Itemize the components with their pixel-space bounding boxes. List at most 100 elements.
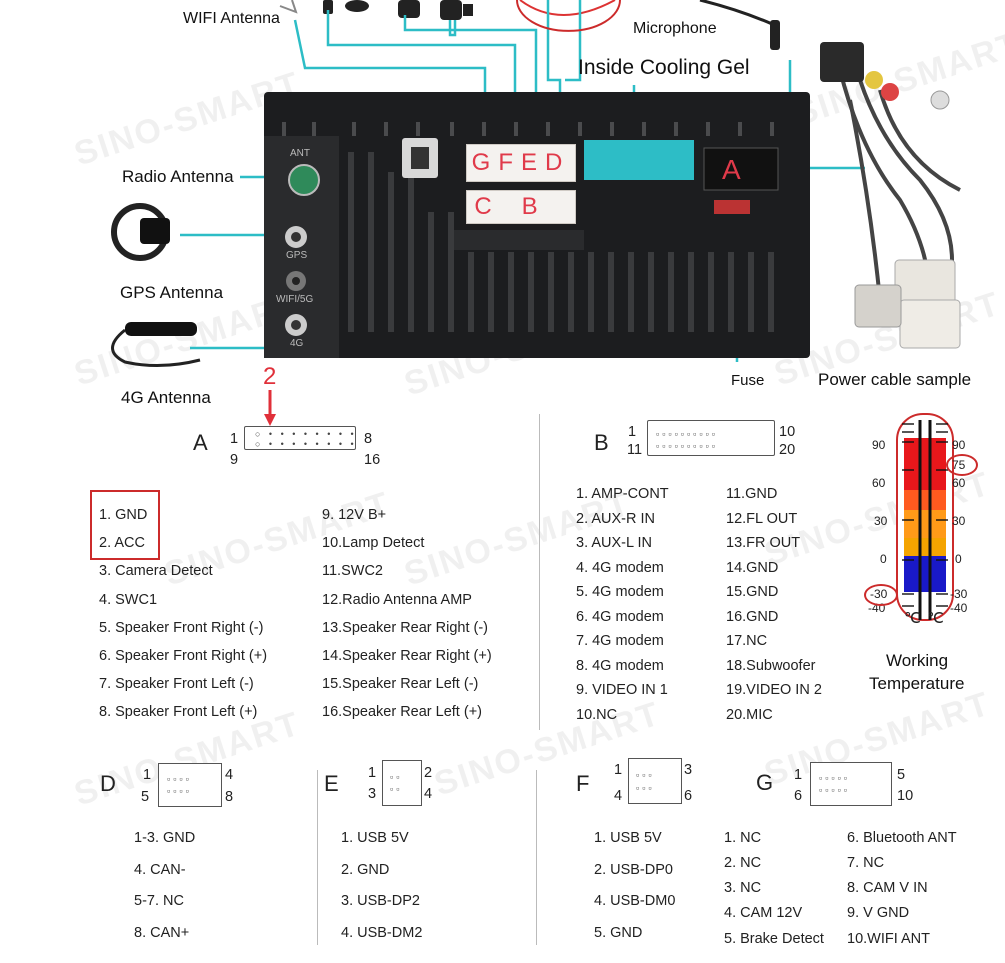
pin-row: 7. 4G modem (576, 633, 664, 649)
power-cable-label: Power cable sample (818, 370, 972, 389)
connector-g-pin: 1 (794, 767, 803, 783)
connector-b-dots: ▫▫▫▫▫▫▫▫▫▫ (656, 429, 718, 439)
pin-row: 8. 4G modem (576, 658, 664, 674)
connector-f-dots: ▫▫▫ (636, 770, 655, 780)
pin-marker-arrow (264, 390, 276, 426)
connector-d-shape: ▫▫▫▫ ▫▫▫▫ (158, 763, 222, 807)
connector-gfed: GFED (466, 144, 576, 182)
connector-e-letter: E (324, 771, 339, 796)
wifi-port-label: WIFI/5G (276, 294, 314, 305)
pin-row: 9. VIDEO IN 1 (576, 682, 668, 698)
working-temp-label: Temperature (869, 674, 965, 693)
pin-row: 14.Speaker Rear Right (+) (322, 648, 492, 664)
pin-row: 4. CAN- (134, 862, 186, 878)
connector-f-pin: 3 (684, 762, 693, 778)
connector-a-pin1: 1 (230, 431, 239, 447)
unit-vents (264, 122, 779, 358)
pin-row: 4. USB-DM0 (594, 893, 676, 909)
connector-a-pin16: 16 (364, 452, 381, 468)
ant-port-label: ANT (290, 148, 310, 159)
connector-d-letter: D (100, 771, 116, 796)
pin-row: 12.Radio Antenna AMP (322, 592, 472, 608)
connector-f-shape: ▫▫▫ ▫▫▫ (628, 758, 682, 804)
connector-f-pin: 1 (614, 762, 623, 778)
pin-row: 15.Speaker Rear Left (-) (322, 676, 479, 692)
pin-row: 9. V GND (847, 905, 910, 921)
divider-vertical (536, 770, 537, 945)
connector-a-pin8: 8 (364, 431, 373, 447)
connector-d-dots: ▫▫▫▫ (167, 786, 192, 796)
connector-b-pin10: 10 (779, 424, 796, 440)
connector-a-letter: A (193, 430, 208, 455)
connector-g-dots: ▫▫▫▫▫ (819, 785, 850, 795)
connector-g-pin: 10 (897, 788, 914, 804)
pin-row: 10.Lamp Detect (322, 535, 425, 551)
thermo-tick-right: -40 (950, 601, 968, 615)
thermo-tick-right: -30 (950, 587, 968, 601)
pin-row: 2. ACC (99, 535, 145, 551)
connector-d-pin: 5 (141, 789, 150, 805)
pin-row: 16.GND (726, 609, 779, 625)
fuse-label: Fuse (731, 372, 765, 389)
connector-e-dots: ▫▫ (390, 772, 403, 782)
pin-row: 1. NC (724, 830, 762, 846)
connector-a-dots: ○ • • • • • • • • (255, 429, 357, 439)
pin-row: 14.GND (726, 560, 779, 576)
connector-f-pin: 4 (614, 788, 623, 804)
microphone-label: Microphone (633, 20, 717, 37)
pin-row: 6. Speaker Front Right (+) (99, 648, 268, 664)
connector-g-pin: 5 (897, 767, 906, 783)
pin-row: 1. USB 5V (341, 830, 409, 846)
connector-b-dots: ▫▫▫▫▫▫▫▫▫▫ (656, 441, 718, 451)
connector-d-pin: 1 (143, 767, 152, 783)
connector-cb: CB (466, 190, 576, 224)
connector-d-pin: 4 (225, 767, 234, 783)
connector-d-pin: 8 (225, 789, 234, 805)
connector-a-dots: ○ • • • • • • • • (255, 439, 357, 449)
pin-row: 3. NC (724, 880, 762, 896)
pin-row: 10.NC (576, 707, 618, 723)
pin-row: 7. Speaker Front Left (-) (99, 676, 254, 692)
connector-e-pin: 2 (424, 765, 433, 781)
pin-row: 2. USB-DP0 (594, 862, 673, 878)
connector-f-pin: 6 (684, 788, 693, 804)
pin-row: 1. USB 5V (594, 830, 662, 846)
pin-row: 10.WIFI ANT (847, 931, 930, 947)
connector-g-pin: 6 (794, 788, 803, 804)
pin-row: 3. AUX-L IN (576, 535, 653, 551)
pin-row: 5. Speaker Front Right (-) (99, 620, 264, 636)
pin-row: 13.FR OUT (726, 535, 801, 551)
pin-row: 8. CAM V IN (847, 880, 928, 896)
pin-row: 11.SWC2 (322, 563, 383, 579)
pin-row: 7. NC (847, 855, 885, 871)
thermo-tick-left: 0 (880, 552, 887, 566)
thermo-tick-right: 90 (952, 438, 966, 452)
thermo-unit-right: ℃ (927, 610, 944, 627)
pin-row: 20.MIC (726, 707, 773, 723)
connector-e-pin: 1 (368, 765, 377, 781)
pin-row: 8. Speaker Front Left (+) (99, 704, 258, 720)
pin-row: 1. AMP-CONT (576, 486, 669, 502)
pin-row: 1. GND (99, 507, 148, 523)
connector-b-pin11: 11 (627, 442, 643, 458)
pin-marker-label: 2 (263, 363, 277, 390)
connector-f-letter: F (576, 771, 590, 796)
pin-row: 19.VIDEO IN 2 (726, 682, 822, 698)
thermo-tick-right: 60 (952, 476, 966, 490)
pin-row: 15.GND (726, 584, 779, 600)
gnd-acc-highlight (90, 490, 160, 560)
pin-row: 4. CAM 12V (724, 905, 803, 921)
connector-b-shape: ▫▫▫▫▫▫▫▫▫▫ ▫▫▫▫▫▫▫▫▫▫ (647, 420, 775, 456)
pin-row: 9. 12V B+ (322, 507, 387, 523)
thermo-tick-right: 0 (955, 552, 962, 566)
pin-row: 11.GND (726, 486, 778, 502)
pin-row: 2. AUX-R IN (576, 511, 655, 527)
connector-b-pin1: 1 (628, 424, 637, 440)
connector-e-pin: 4 (424, 786, 433, 802)
pin-row: 4. USB-DM2 (341, 925, 423, 941)
pin-row: 12.FL OUT (726, 511, 798, 527)
minus30-highlight (864, 584, 898, 606)
75-highlight (946, 454, 978, 476)
pin-row: 3. Camera Detect (99, 563, 213, 579)
pin-row: 18.Subwoofer (726, 658, 816, 674)
